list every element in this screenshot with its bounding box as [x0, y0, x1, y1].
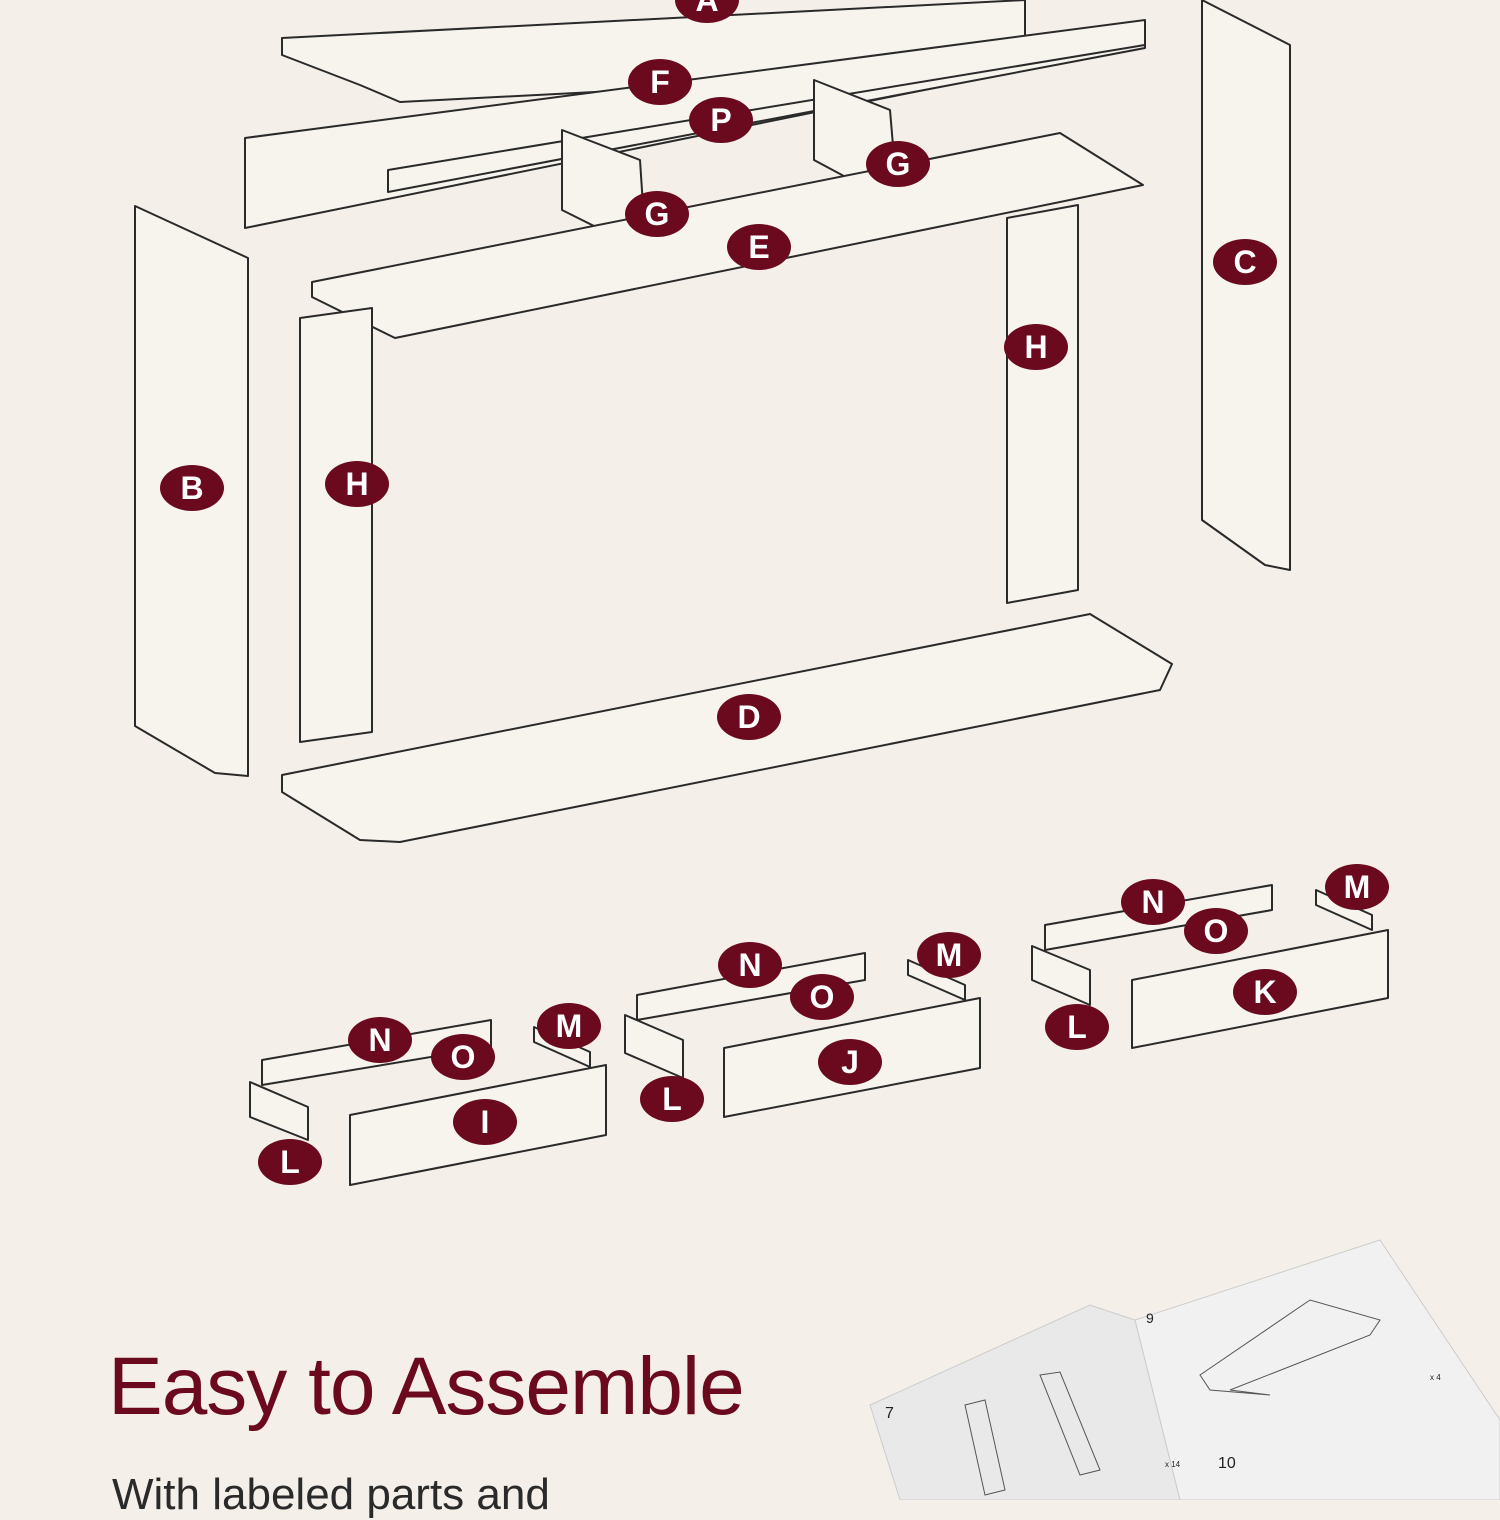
manual-page-9: 9	[1146, 1310, 1154, 1326]
part-label-n: N	[348, 1017, 412, 1063]
part-c-side-panel	[1201, 0, 1291, 571]
part-label-i: I	[453, 1099, 517, 1145]
manual-qty-14: x 14	[1165, 1460, 1181, 1469]
part-label-b: B	[160, 465, 224, 511]
part-label-l: L	[1045, 1004, 1109, 1050]
part-label-n: N	[718, 942, 782, 988]
manual-qty-4: x 4	[1430, 1373, 1441, 1382]
part-label-d: D	[717, 694, 781, 740]
part-label-h: H	[1004, 324, 1068, 370]
heading: Easy to Assemble	[108, 1341, 745, 1432]
part-label-m: M	[917, 932, 981, 978]
part-label-a: A	[675, 0, 739, 23]
part-label-k: K	[1233, 969, 1297, 1015]
part-label-n: N	[1121, 879, 1185, 925]
manual-page-10: 10	[1218, 1455, 1236, 1472]
part-label-o: O	[431, 1034, 495, 1080]
part-label-e: E	[727, 224, 791, 270]
part-label-g: G	[866, 141, 930, 187]
part-label-p: P	[689, 97, 753, 143]
manual-page-7: 7	[885, 1405, 894, 1422]
part-h-leg-right	[1006, 204, 1079, 604]
part-label-g: G	[625, 191, 689, 237]
part-label-m: M	[1325, 864, 1389, 910]
part-label-l: L	[258, 1139, 322, 1185]
part-label-o: O	[1184, 908, 1248, 954]
part-label-o: O	[790, 974, 854, 1020]
part-label-m: M	[537, 1003, 601, 1049]
subheading: With labeled parts and	[112, 1470, 550, 1519]
part-label-l: L	[640, 1076, 704, 1122]
part-label-j: J	[818, 1039, 882, 1085]
part-label-c: C	[1213, 239, 1277, 285]
part-label-h: H	[325, 461, 389, 507]
part-h-leg-left	[299, 307, 373, 743]
part-label-f: F	[628, 59, 692, 105]
